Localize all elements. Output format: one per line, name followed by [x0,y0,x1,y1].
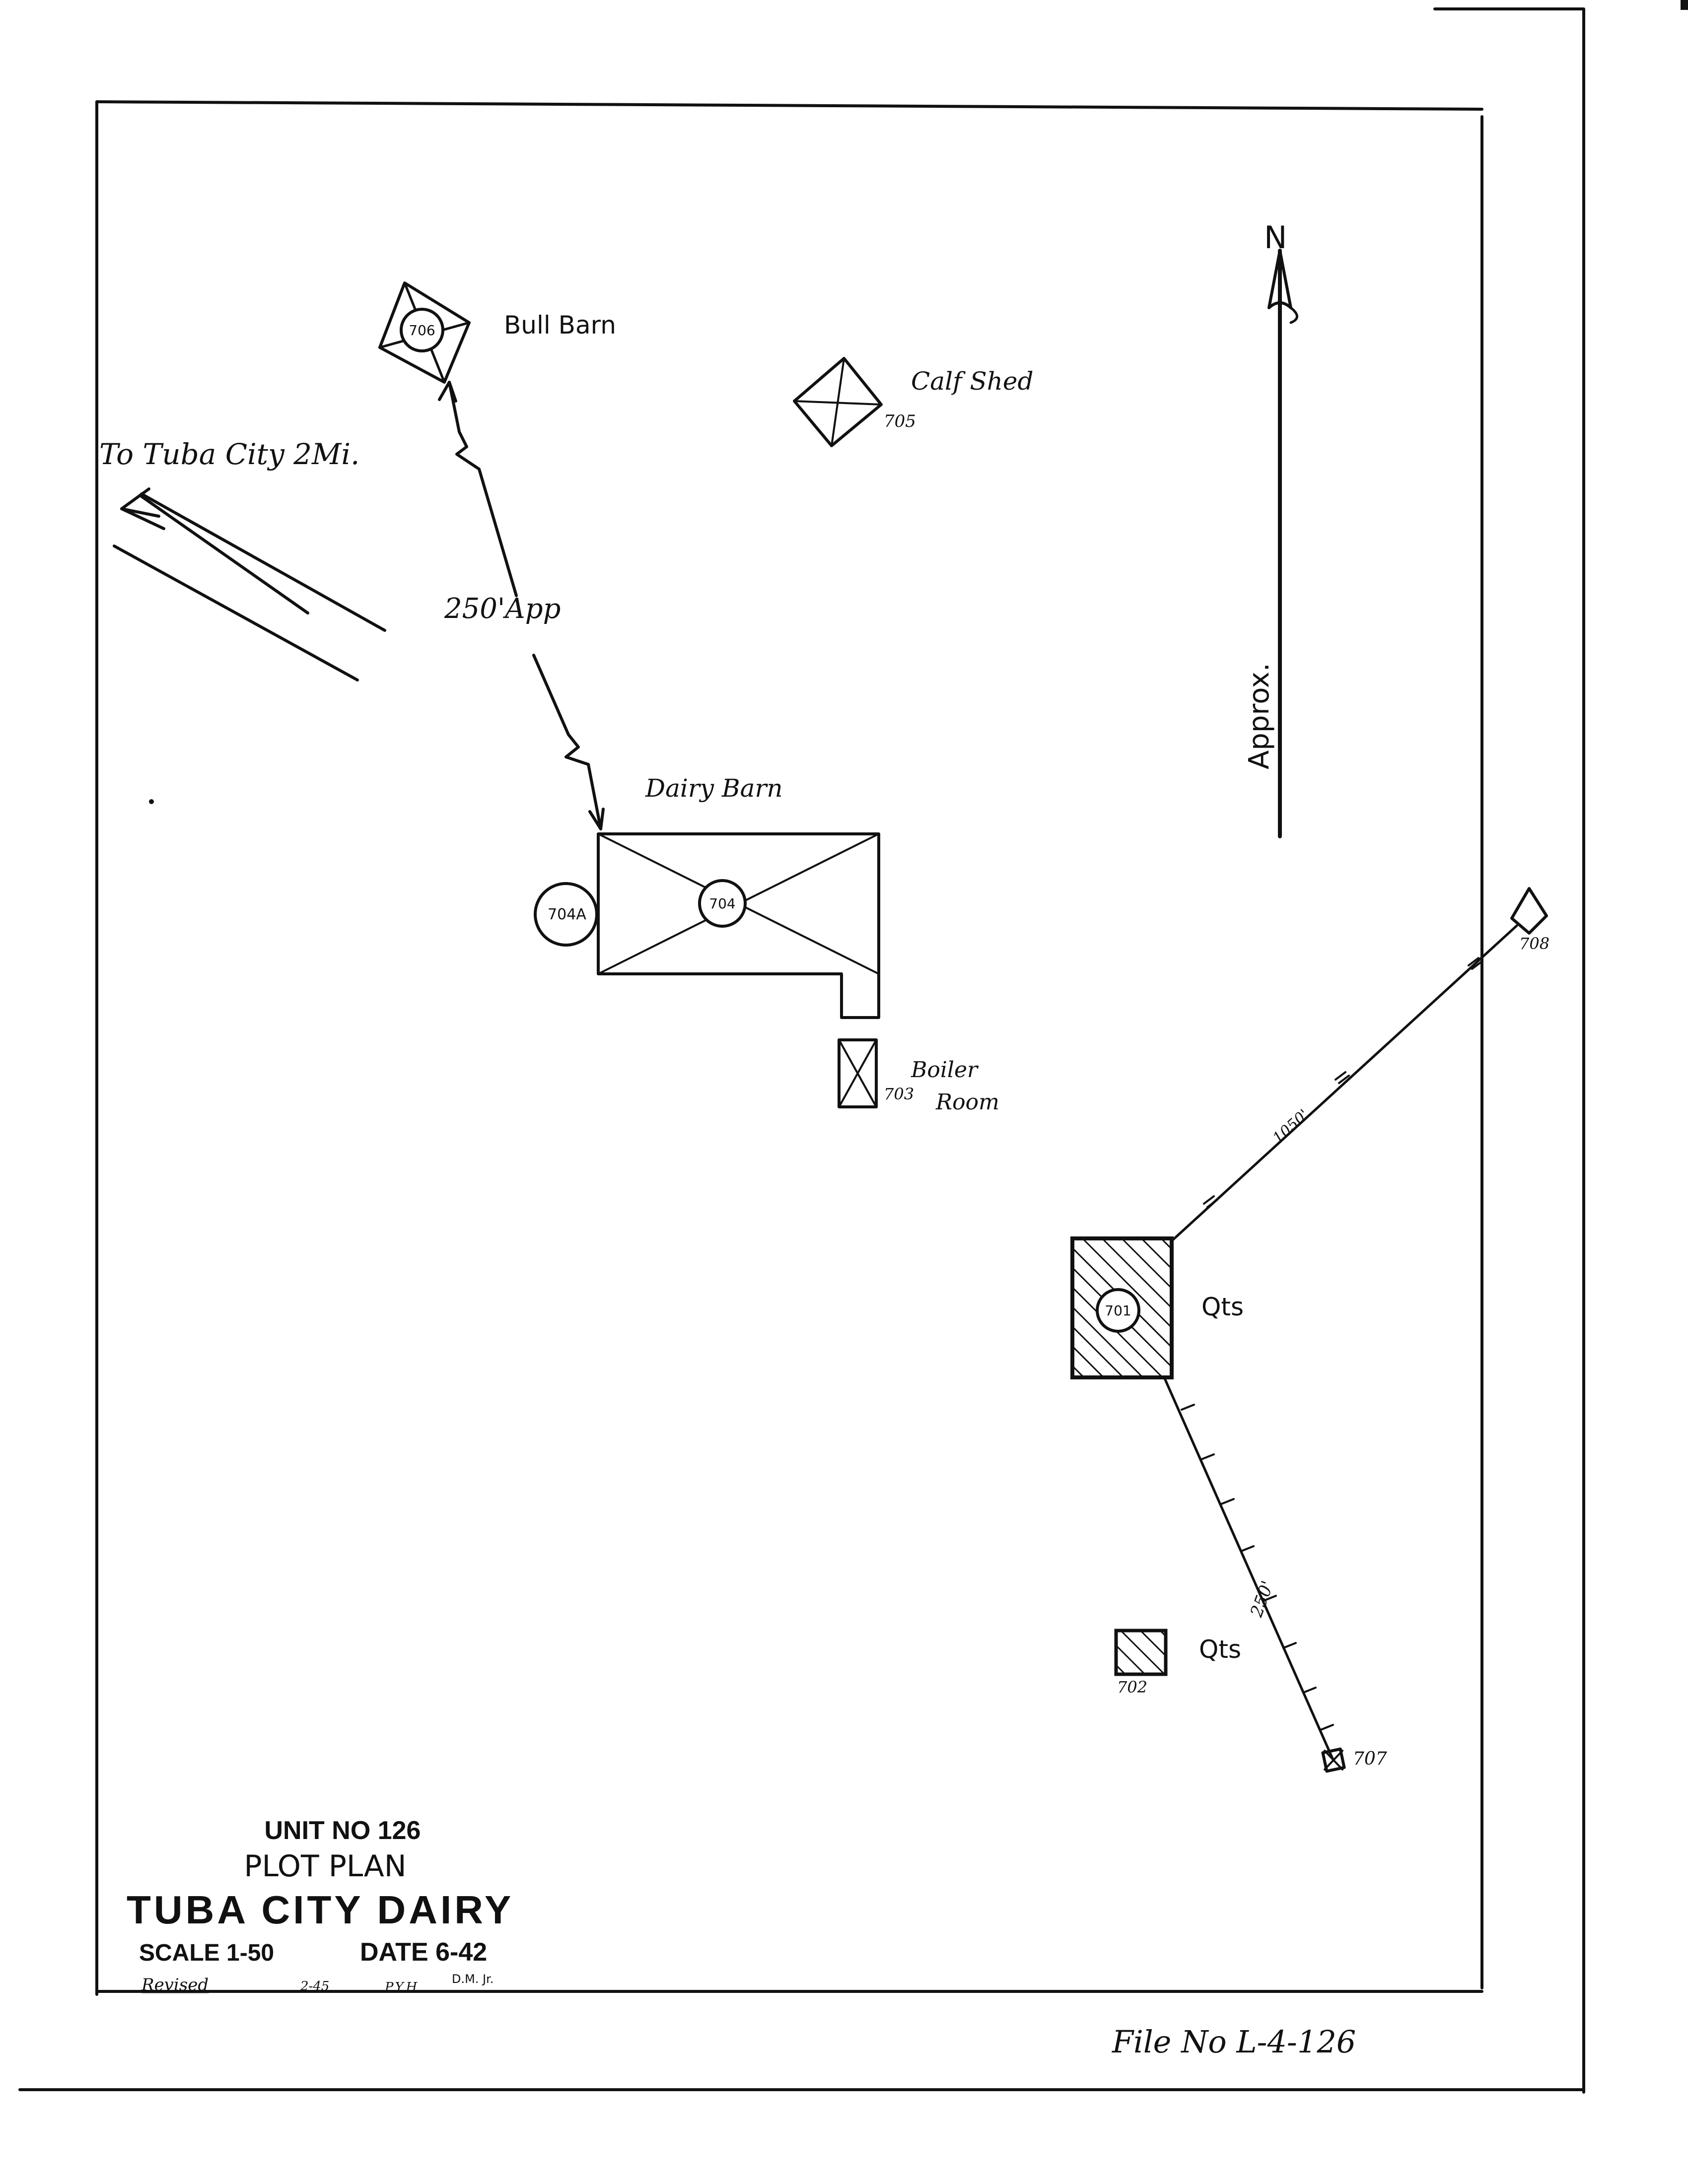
file-number: File No L-4-126 [1112,2024,1356,2060]
dairy-barn: 704 Dairy Barn 704A [534,774,880,1019]
calf-shed-label: Calf Shed [911,367,1034,396]
quarters-701-label: Qts [1201,1293,1244,1321]
bull-barn: 706 Bull Barn [378,281,616,384]
calf-shed: Calf Shed 705 [793,357,1034,447]
quarters-702: 702 Qts [1114,1629,1241,1697]
north-letter: N [1264,219,1287,256]
title-subtitle: PLOT PLAN [244,1849,406,1884]
title-block: UNIT NO 126 PLOT PLAN TUBA CITY DAIRY SC… [127,1816,514,1995]
boiler-room-label-line2: Room [935,1090,999,1115]
north-arrow: N Approx. [1243,219,1298,838]
boiler-room: Boiler Room 703 [838,1038,999,1115]
drawing-frame [95,100,1483,1996]
title-revised-date: 2-45 [300,1979,329,1994]
bull-barn-label: Bull Barn [504,311,616,340]
title-initials: D.M. Jr. [452,1972,493,1986]
quarters-701-number: 701 [1105,1302,1131,1319]
distance-label-250: 250' [1247,1578,1278,1620]
building-708: 708 [1510,887,1549,953]
dairy-barn-label: Dairy Barn [645,774,783,803]
quarters-702-label: Qts [1199,1635,1241,1664]
distance-line-qts-to-708: 1050' [1170,924,1518,1242]
stray-mark [149,799,154,804]
distance-label-250-app: 250'App [444,593,561,625]
building-707-number: 707 [1353,1749,1387,1769]
quarters-701: 701 Qts [1070,1236,1244,1379]
calf-shed-number: 705 [884,411,916,431]
boiler-room-label-line1: Boiler [911,1057,979,1083]
sheet-border [18,0,1688,2094]
title-main: TUBA CITY DAIRY [127,1888,514,1932]
building-707: 707 [1321,1747,1387,1773]
dairy-barn-number: 704 [709,895,735,912]
north-approx-label: Approx. [1243,663,1275,769]
dairy-barn-annex-number: 704A [548,906,586,923]
road-label: To Tuba City 2Mi. [99,437,359,471]
bull-barn-marker [400,308,444,352]
dairy-barn-annex-marker [534,882,598,947]
quarters-702-number: 702 [1117,1678,1147,1697]
title-revised-by: P.Y.H. [384,1980,422,1995]
distance-line-bull-to-dairy: 250'App [438,381,605,830]
distance-label-1050: 1050' [1269,1106,1312,1147]
building-708-number: 708 [1519,934,1549,953]
title-revised-label: Revised [141,1975,209,1995]
bull-barn-number: 706 [409,322,435,339]
distance-line-qts-to-707: 250' [1163,1376,1335,1761]
quarters-701-marker [1096,1288,1140,1333]
title-unit-number: UNIT NO 126 [265,1816,421,1845]
road-to-tuba-city: To Tuba City 2Mi. [99,437,386,682]
title-date: DATE 6-42 [360,1938,487,1967]
boiler-room-number: 703 [884,1085,914,1103]
title-scale: SCALE 1-50 [139,1940,274,1966]
dairy-barn-marker [698,879,747,928]
